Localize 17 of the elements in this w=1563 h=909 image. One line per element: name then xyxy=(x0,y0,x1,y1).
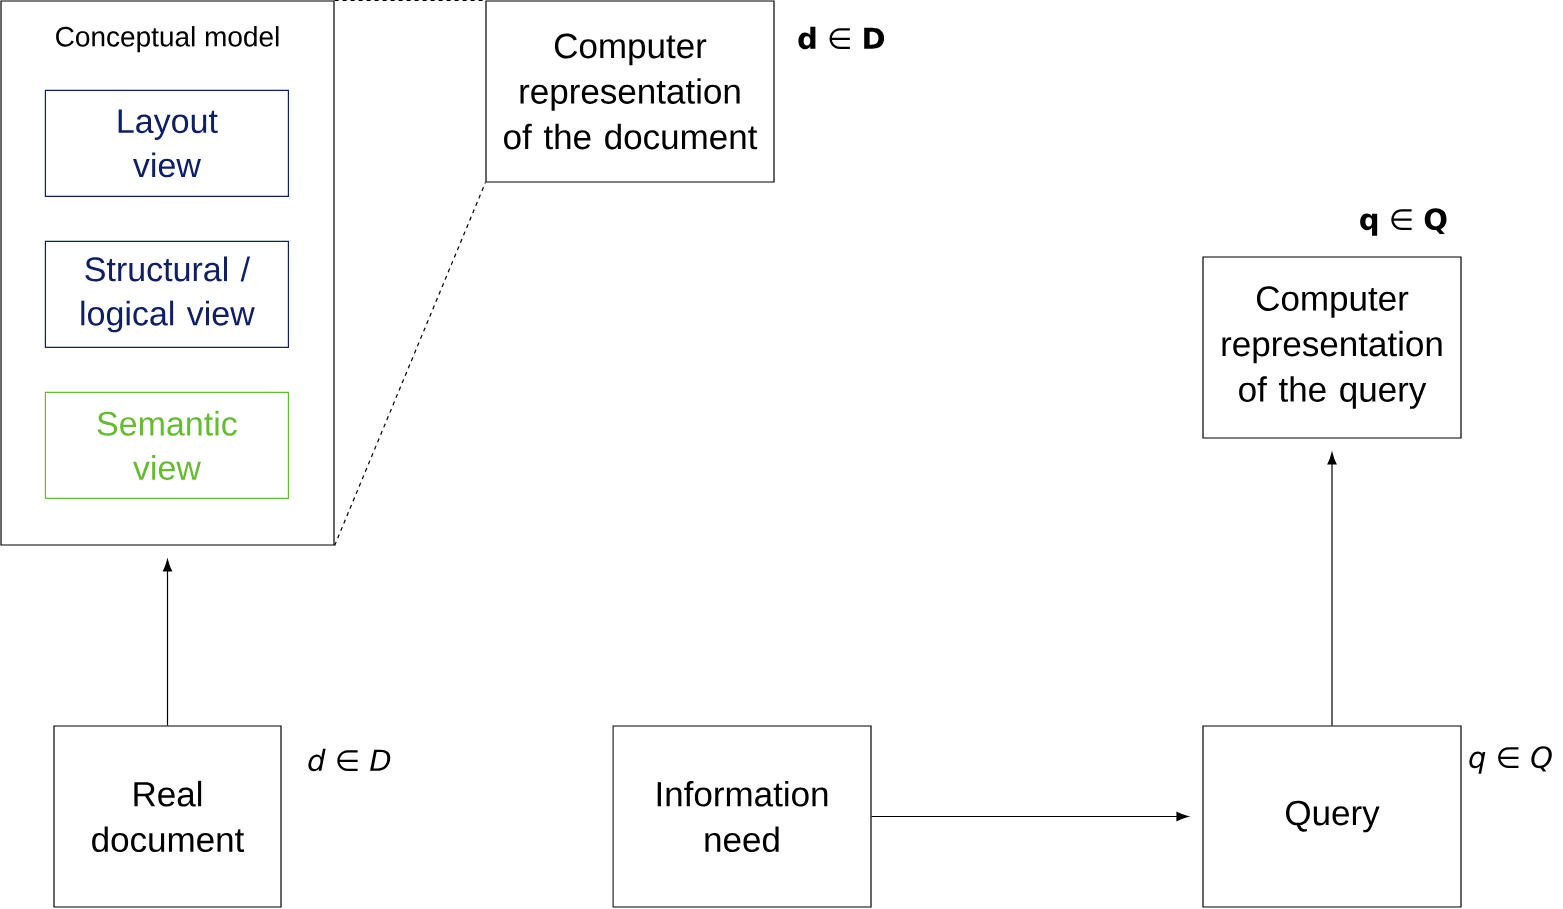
set-membership-label: q ∈ Q xyxy=(1469,746,1552,774)
process-box: Computer representation of the query xyxy=(1202,256,1462,439)
process-box: Computer representation of the document xyxy=(485,0,775,183)
dashed-line xyxy=(334,0,486,1)
arrow xyxy=(162,559,173,726)
set-membership-label: d ∈ D xyxy=(798,26,885,50)
set-membership-label: q ∈ Q xyxy=(1360,208,1447,236)
process-box: Real document xyxy=(53,725,282,908)
process-box: Information need xyxy=(612,725,872,908)
view-box: Semantic view xyxy=(44,391,289,499)
process-box: Query xyxy=(1202,725,1462,908)
view-box: Structural / logical view xyxy=(44,240,289,348)
arrow xyxy=(871,811,1189,822)
arrow xyxy=(1327,452,1337,726)
dashed-line xyxy=(334,182,486,547)
view-box: Layout view xyxy=(44,89,289,197)
set-membership-label: d ∈ D xyxy=(308,748,391,772)
